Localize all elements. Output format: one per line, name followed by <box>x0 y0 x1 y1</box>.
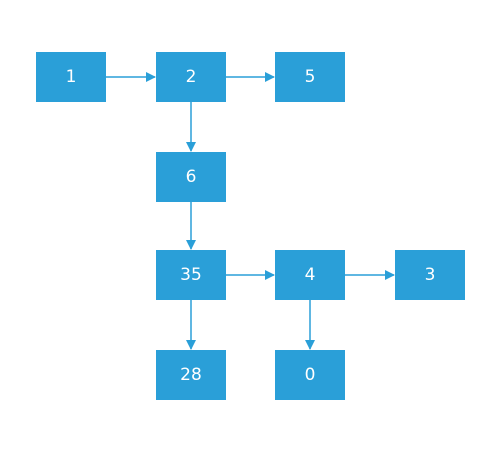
node-box-n28 <box>156 350 226 400</box>
node-label-n28: 28 <box>180 365 202 385</box>
node-label-n2: 2 <box>186 67 197 87</box>
node-n35: 35 <box>156 250 226 300</box>
node-label-n6: 6 <box>186 167 197 187</box>
node-n0: 0 <box>275 350 345 400</box>
node-label-n0: 0 <box>305 365 316 385</box>
node-n6: 6 <box>156 152 226 202</box>
node-box-n2 <box>156 52 226 102</box>
node-box-n1 <box>36 52 106 102</box>
node-n5: 5 <box>275 52 345 102</box>
node-box-n6 <box>156 152 226 202</box>
node-n4: 4 <box>275 250 345 300</box>
node-label-n3: 3 <box>425 265 436 285</box>
node-box-n5 <box>275 52 345 102</box>
node-n1: 1 <box>36 52 106 102</box>
nodes-layer: 1 2 5 6 35 4 3 28 0 <box>36 52 465 400</box>
node-label-n1: 1 <box>66 67 77 87</box>
node-label-n35: 35 <box>180 265 202 285</box>
node-n3: 3 <box>395 250 465 300</box>
node-label-n4: 4 <box>305 265 316 285</box>
node-label-n5: 5 <box>305 67 316 87</box>
node-n2: 2 <box>156 52 226 102</box>
edges-layer <box>106 72 395 350</box>
node-n28: 28 <box>156 350 226 400</box>
node-box-n3 <box>395 250 465 300</box>
node-box-n4 <box>275 250 345 300</box>
node-box-n0 <box>275 350 345 400</box>
node-box-n35 <box>156 250 226 300</box>
